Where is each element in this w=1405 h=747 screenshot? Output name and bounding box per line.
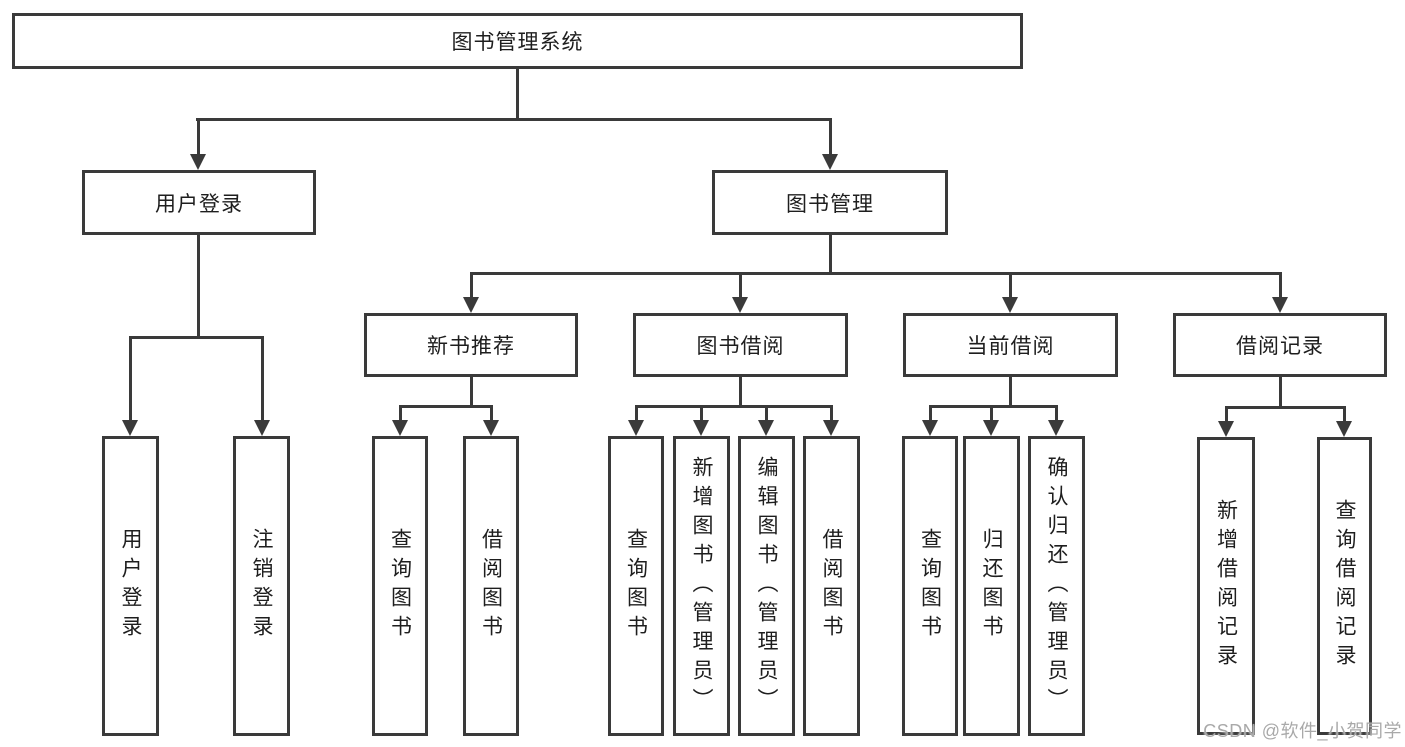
connector-bookmgmt-drop-1 xyxy=(470,272,473,297)
connector-bookmgmt-drop-2 xyxy=(739,272,742,297)
arrowhead-borrow-borrow xyxy=(823,420,839,436)
node-borrow-record: 借阅记录 xyxy=(1173,313,1387,377)
connector-root-branch xyxy=(196,118,832,121)
connector-bookborrow-drop-4 xyxy=(830,405,833,420)
connector-currentborrow-drop-2 xyxy=(990,405,993,420)
arrowhead-borrow-edit xyxy=(758,420,774,436)
arrowhead-user-login xyxy=(190,154,206,170)
node-new-book-recommend-label: 新书推荐 xyxy=(427,335,515,358)
connector-currentborrow-stem xyxy=(1009,377,1012,405)
connector-newbook-drop-2 xyxy=(490,405,493,420)
node-book-management-label: 图书管理 xyxy=(786,192,874,216)
arrowhead-borrow-add xyxy=(693,420,709,436)
arrowhead-record-add xyxy=(1218,421,1234,437)
leaf-borrow-edit-book-admin: 编辑图书（管理员） xyxy=(738,436,795,736)
connector-root-left-drop xyxy=(197,118,200,154)
arrowhead-borrow-query xyxy=(628,420,644,436)
arrowhead-book-borrow xyxy=(732,297,748,313)
leaf-borrow-query-book-label: 查询图书 xyxy=(624,528,648,644)
leaf-borrow-query-book: 查询图书 xyxy=(608,436,664,736)
leaf-current-confirm-return-admin: 确认归还（管理员） xyxy=(1028,436,1085,736)
connector-root-right-drop xyxy=(829,118,832,154)
connector-userlogin-stem xyxy=(197,235,200,336)
leaf-borrow-add-book-admin: 新增图书（管理员） xyxy=(673,436,730,736)
connector-bookborrow-drop-3 xyxy=(765,405,768,420)
connector-newbook-stem xyxy=(470,377,473,405)
connector-currentborrow-drop-3 xyxy=(1055,405,1058,420)
connector-bookborrow-drop-2 xyxy=(700,405,703,420)
node-book-borrow: 图书借阅 xyxy=(633,313,848,377)
leaf-current-query-book-label: 查询图书 xyxy=(918,528,942,644)
connector-userlogin-branch xyxy=(129,336,264,339)
connector-record-stem xyxy=(1279,377,1282,406)
connector-newbook-drop-1 xyxy=(399,405,402,420)
node-user-login: 用户登录 xyxy=(82,170,316,235)
connector-bookborrow-stem xyxy=(739,377,742,405)
arrowhead-newbook-borrow xyxy=(483,420,499,436)
leaf-logout-label: 注销登录 xyxy=(250,528,273,644)
node-user-login-label: 用户登录 xyxy=(155,192,243,216)
arrowhead-book-management xyxy=(822,154,838,170)
arrowhead-login-leaf xyxy=(122,420,138,436)
leaf-borrow-borrow-book-label: 借阅图书 xyxy=(820,528,843,644)
connector-bookmgmt-drop-4 xyxy=(1279,272,1282,297)
arrowhead-borrow-record xyxy=(1272,297,1288,313)
node-current-borrow-label: 当前借阅 xyxy=(966,335,1055,358)
csdn-watermark: CSDN @软件_小贺同学 xyxy=(1203,721,1402,741)
arrowhead-current-return xyxy=(983,420,999,436)
arrowhead-current-confirm xyxy=(1048,420,1064,436)
leaf-user-login: 用户登录 xyxy=(102,436,159,736)
leaf-record-query: 查询借阅记录 xyxy=(1317,437,1372,735)
leaf-borrow-edit-book-admin-label: 编辑图书（管理员） xyxy=(755,455,778,717)
node-new-book-recommend: 新书推荐 xyxy=(364,313,578,377)
connector-userlogin-drop-2 xyxy=(261,336,264,420)
node-current-borrow: 当前借阅 xyxy=(903,313,1118,377)
connector-record-drop-2 xyxy=(1343,406,1346,421)
connector-bookborrow-branch xyxy=(635,405,833,408)
connector-record-branch xyxy=(1225,406,1346,409)
connector-bookmgmt-drop-3 xyxy=(1009,272,1012,297)
arrowhead-current-borrow xyxy=(1002,297,1018,313)
node-book-management: 图书管理 xyxy=(712,170,948,235)
connector-bookmgmt-branch xyxy=(470,272,1282,275)
leaf-newbook-query-book-label: 查询图书 xyxy=(388,528,412,644)
arrowhead-newbook-query xyxy=(392,420,408,436)
connector-bookborrow-drop-1 xyxy=(635,405,638,420)
leaf-borrow-add-book-admin-label: 新增图书（管理员） xyxy=(690,455,713,717)
arrowhead-logout-leaf xyxy=(254,420,270,436)
leaf-current-query-book: 查询图书 xyxy=(902,436,958,736)
leaf-borrow-borrow-book: 借阅图书 xyxy=(803,436,860,736)
node-library-system: 图书管理系统 xyxy=(12,13,1023,69)
arrowhead-record-query xyxy=(1336,421,1352,437)
leaf-newbook-borrow-book-label: 借阅图书 xyxy=(479,528,503,644)
connector-root-stem xyxy=(516,68,519,118)
connector-currentborrow-branch xyxy=(929,405,1058,408)
arrowhead-current-query xyxy=(922,420,938,436)
connector-bookmgmt-stem xyxy=(829,235,832,272)
connector-userlogin-drop-1 xyxy=(129,336,132,420)
leaf-user-login-label: 用户登录 xyxy=(119,528,142,644)
leaf-current-confirm-return-admin-label: 确认归还（管理员） xyxy=(1045,455,1068,717)
node-book-borrow-label: 图书借阅 xyxy=(696,335,785,358)
connector-currentborrow-drop-1 xyxy=(929,405,932,420)
leaf-record-add: 新增借阅记录 xyxy=(1197,437,1255,735)
arrowhead-new-book xyxy=(463,297,479,313)
leaf-newbook-query-book: 查询图书 xyxy=(372,436,428,736)
leaf-current-return-book: 归还图书 xyxy=(963,436,1020,736)
leaf-logout: 注销登录 xyxy=(233,436,290,736)
connector-record-drop-1 xyxy=(1225,406,1228,421)
node-borrow-record-label: 借阅记录 xyxy=(1236,335,1324,358)
node-library-system-label: 图书管理系统 xyxy=(451,31,584,54)
leaf-record-add-label: 新增借阅记录 xyxy=(1214,499,1238,673)
leaf-current-return-book-label: 归还图书 xyxy=(980,528,1003,644)
leaf-record-query-label: 查询借阅记录 xyxy=(1333,499,1356,673)
connector-newbook-branch xyxy=(399,405,493,408)
leaf-newbook-borrow-book: 借阅图书 xyxy=(463,436,519,736)
